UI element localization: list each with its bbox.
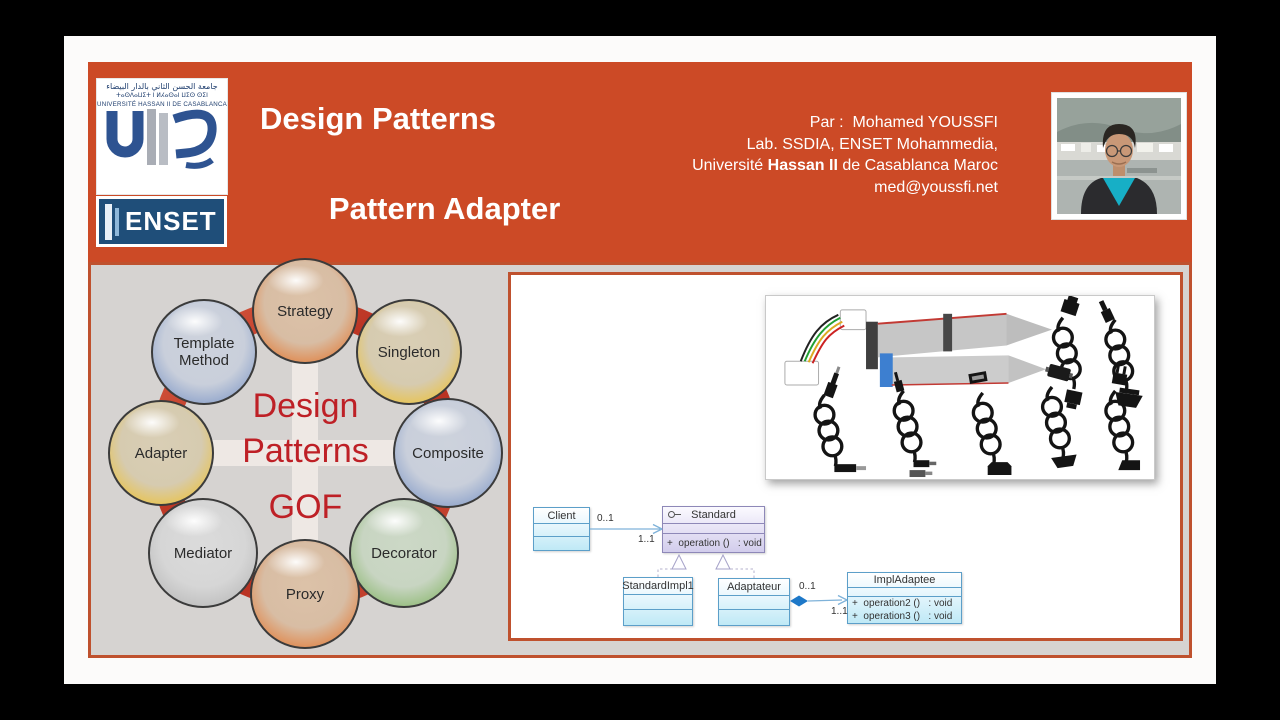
uml-empty-row: [719, 610, 789, 625]
pattern-label: Singleton: [377, 343, 441, 361]
pattern-label: Composite: [412, 444, 484, 462]
uml-operation: + operation2 () : void: [852, 598, 953, 609]
header-banner: جامعة الحسن الثاني بالدار البيضاء ⵜⴰⵙⴷⴰⵡ…: [88, 62, 1192, 262]
university-logo: جامعة الحسن الثاني بالدار البيضاء ⵜⴰⵙⴷⴰⵡ…: [96, 78, 228, 195]
diagram-center-title: Design Patterns GOF: [213, 384, 398, 530]
adapter-panel: Client Standard + operation () : void St…: [508, 272, 1183, 641]
logo-latin-text: UNIVERSITÉ HASSAN II DE CASABLANCA: [97, 101, 227, 108]
pattern-label: Proxy: [285, 585, 325, 603]
uml-class-standardimpl1: StandardImpl1: [622, 577, 694, 626]
uml-operation: + operation3 () : void: [852, 611, 953, 622]
rj45-cable: [1051, 296, 1083, 410]
uml-empty-row: [848, 588, 961, 597]
center-line-1: Design: [252, 387, 359, 425]
uml-interface-standard: Standard + operation () : void: [662, 506, 765, 553]
pattern-label: Mediator: [173, 544, 233, 562]
author-line: Université Hassan II de Casablanca Maroc: [692, 157, 998, 174]
uml-class-name: Standard: [691, 509, 736, 521]
uh2c-mark-icon: [106, 109, 217, 169]
interface-lollipop-icon: [668, 511, 681, 518]
uml-class-name: Client: [534, 508, 589, 524]
uml-empty-row: [663, 524, 764, 534]
jack-scart-cable: [1098, 300, 1143, 408]
author-email: med@youssfi.net: [874, 178, 998, 196]
pattern-circle-proxy: Proxy: [250, 539, 360, 649]
power-plug-cable: [1104, 364, 1141, 471]
center-line-2: Patterns: [242, 432, 369, 470]
mono-jack-cable: [813, 366, 867, 473]
uml-class-name: ImplAdaptee: [848, 573, 961, 588]
uml-operation: + operation () : void: [667, 537, 762, 549]
uml-class-name: Adaptateur: [719, 579, 789, 596]
usb-cable: [968, 371, 1012, 476]
pattern-circle-template-method: Template Method: [151, 299, 257, 405]
multiplicity-label: 1..1: [638, 534, 655, 545]
pattern-circle-adapter: Adapter: [108, 400, 214, 506]
author-block: Par : Mohamed YOUSSFI Lab. SSDIA, ENSET …: [692, 112, 998, 198]
enset-label: ENSET: [125, 206, 217, 236]
uml-class-name: StandardImpl1: [622, 578, 694, 595]
author-photo: [1052, 93, 1186, 219]
title-line-2: Pattern Adapter: [328, 191, 561, 226]
uml-empty-row: [624, 610, 692, 625]
jack-rca-cable: [892, 371, 937, 478]
pattern-circle-mediator: Mediator: [148, 498, 258, 608]
pattern-circle-singleton: Singleton: [356, 299, 462, 405]
multiplicity-label: 0..1: [799, 581, 816, 592]
author-photo-image: [1057, 98, 1181, 214]
pattern-label: Decorator: [371, 544, 437, 562]
multiplicity-label: 0..1: [597, 513, 614, 524]
ribbon-cable: [866, 312, 1052, 388]
uml-empty-row: [624, 595, 692, 610]
title-line-1: Design Patterns: [260, 101, 497, 136]
pattern-label: Strategy: [277, 302, 333, 320]
slide: جامعة الحسن الثاني بالدار البيضاء ⵜⴰⵙⴷⴰⵡ…: [64, 36, 1216, 684]
enset-stripe-small: [115, 207, 119, 236]
dvi-scart-cable: [1040, 364, 1077, 469]
uml-empty-row: [534, 524, 589, 537]
center-line-3: GOF: [268, 488, 343, 526]
uml-class-adaptateur: Adaptateur: [718, 578, 790, 626]
pattern-label: Adapter: [134, 444, 188, 462]
pattern-circle-decorator: Decorator: [349, 498, 459, 608]
logo-arabic-text: جامعة الحسن الثاني بالدار البيضاء: [106, 82, 218, 91]
uml-class-client: Client: [533, 507, 590, 551]
pattern-circle-composite: Composite: [393, 398, 503, 508]
uml-empty-row: [719, 596, 789, 610]
slide-title: Design Patterns Pattern Adapter: [260, 96, 560, 231]
author-line: Lab. SSDIA, ENSET Mohammedia,: [746, 135, 998, 153]
logo-tifinagh-text: ⵜⴰⵙⴷⴰⵡⵉⵜ ⵏ ⵍⵃⴰⵙⴰⵏ ⵡⵉⵙ ⵙⵉⵏ: [116, 92, 208, 99]
pattern-circle-strategy: Strategy: [252, 258, 358, 364]
molex-cable: [784, 309, 867, 386]
uml-class-impladaptee: ImplAdaptee + operation2 () : void + ope…: [847, 572, 962, 624]
enset-badge: ENSET: [96, 196, 227, 247]
enset-stripe: [105, 203, 112, 240]
author-line: Par : Mohamed YOUSSFI: [809, 114, 998, 131]
adapters-photo: [765, 295, 1155, 480]
uml-empty-row: [534, 537, 589, 550]
multiplicity-label: 1..1: [831, 606, 848, 617]
pattern-label: Template Method: [173, 335, 235, 369]
